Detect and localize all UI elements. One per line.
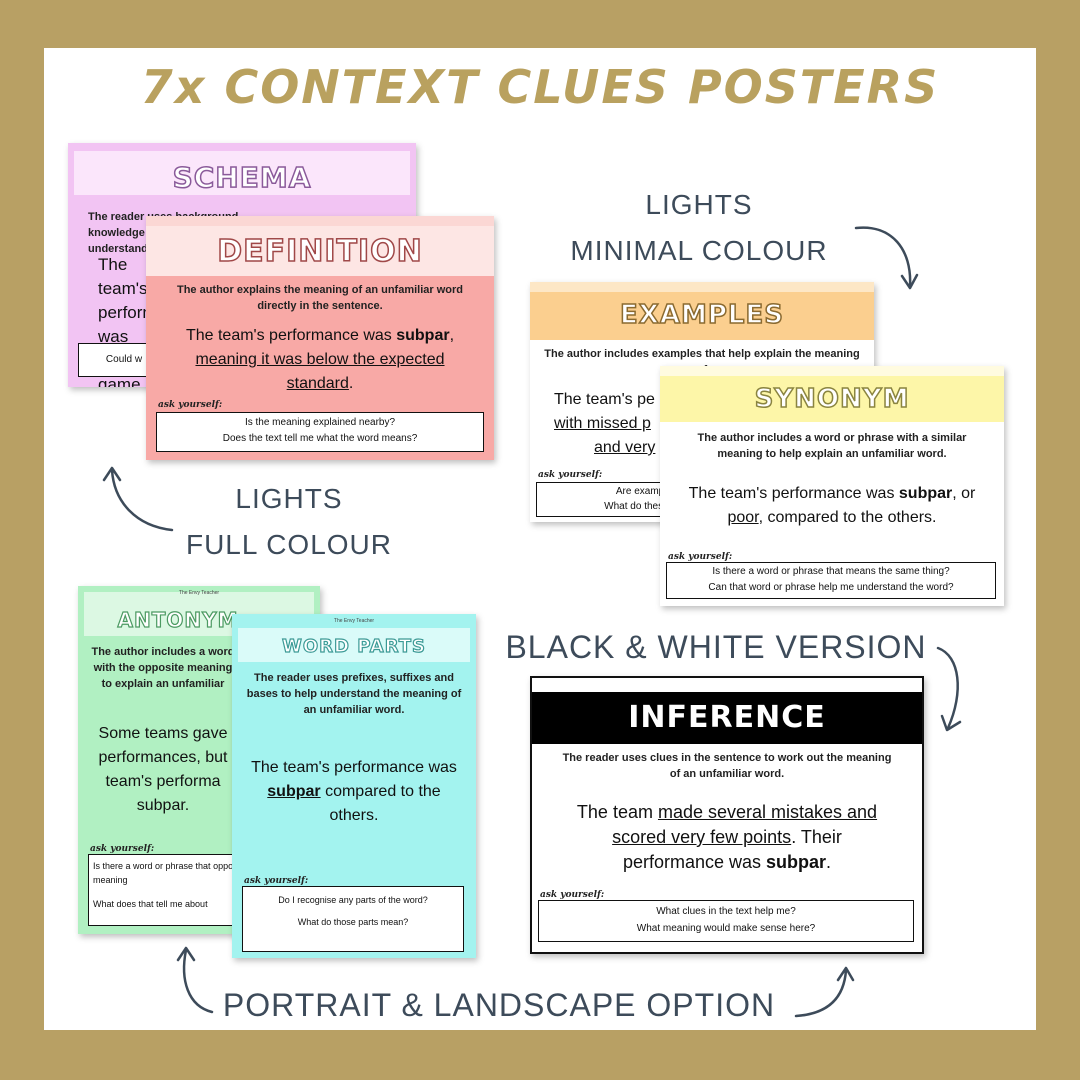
poster-ask-label: ask yourself: bbox=[540, 890, 605, 900]
poster-question-1: What clues in the text help me? bbox=[656, 906, 796, 917]
example-mid: . Their performance was bbox=[622, 827, 842, 872]
poster-top-band bbox=[660, 366, 1004, 376]
poster-description: The reader uses clues in the sentence to… bbox=[562, 752, 892, 780]
poster-description: The author includes a word or phrase wit… bbox=[697, 432, 967, 460]
poster-question-box: Is the meaning explained nearby? Does th… bbox=[156, 412, 484, 452]
poster-top-band bbox=[530, 282, 874, 292]
poster-question-2: What do those parts mean? bbox=[297, 917, 409, 927]
poster-definition: DEFINITION The author explains the meani… bbox=[146, 216, 494, 460]
poster-synonym: SYNONYM The author includes a word or ph… bbox=[660, 366, 1004, 606]
poster-question-box: Do I recognise any parts of the word? Wh… bbox=[242, 886, 464, 952]
poster-question-1: Is there a word or phrase that means the… bbox=[712, 566, 950, 577]
label-lights-minimal-line1: LIGHTS bbox=[645, 189, 753, 220]
example-comma: , bbox=[449, 327, 455, 344]
label-portrait-landscape: PORTRAIT & LANDSCAPE OPTION bbox=[222, 987, 776, 1023]
poster-example: The team's performance was subpar compar… bbox=[248, 756, 460, 828]
poster-question-2: What do these e bbox=[604, 501, 677, 512]
poster-header-band bbox=[530, 292, 874, 340]
example-target-word: subpar bbox=[267, 783, 321, 800]
example-target-word: subpar bbox=[898, 485, 953, 502]
poster-question-box: Is there a word or phrase that opposite … bbox=[88, 854, 254, 926]
poster-example: The team made several mistakes and score… bbox=[572, 800, 882, 875]
poster-question-2: What does that tell me about bbox=[93, 899, 208, 909]
poster-top-band bbox=[146, 216, 494, 226]
poster-word-parts: The Envy Teacher WORD PARTS The reader u… bbox=[232, 614, 476, 958]
poster-question: Could w bbox=[105, 354, 143, 365]
poster-credit: The Envy Teacher bbox=[333, 618, 375, 624]
example-target-word: subpar bbox=[396, 327, 450, 344]
poster-title: SYNONYM bbox=[754, 383, 910, 415]
poster-question-1: Is the meaning explained nearby? bbox=[244, 417, 396, 428]
example-end: compared to the others. bbox=[320, 783, 441, 824]
poster-title: DEFINITION bbox=[216, 233, 423, 270]
example-clue: meaning it was below the expected standa… bbox=[195, 351, 445, 392]
label-lights-full-line1: LIGHTS bbox=[235, 483, 343, 514]
poster-question-1: Do I recognise any parts of the word? bbox=[278, 895, 428, 905]
example-mid: , or bbox=[952, 485, 976, 502]
curved-arrow-icon bbox=[794, 966, 855, 1018]
poster-ask-label: ask yourself: bbox=[244, 876, 309, 886]
poster-description: The reader uses prefixes, suffixes and b… bbox=[246, 672, 462, 716]
poster-title: INFERENCE bbox=[628, 700, 826, 735]
poster-question-box: Are examples What do these e bbox=[536, 482, 678, 517]
example-target-word: subpar bbox=[766, 852, 827, 872]
example-end: , compared to the others. bbox=[758, 509, 937, 526]
example-lead: The team's performance was bbox=[251, 759, 457, 776]
poster-example: Some teams gave performances, but team's… bbox=[98, 725, 228, 814]
poster-example: The team's performance was subpar, or po… bbox=[674, 482, 990, 530]
poster-title: SCHEMA bbox=[172, 160, 312, 195]
poster-header-band bbox=[238, 628, 470, 662]
poster-example: The team's performance was subpar, meani… bbox=[166, 324, 474, 396]
label-black-white: BLACK & WHITE VERSION bbox=[505, 629, 927, 665]
example-line-1: The team's pe bbox=[554, 391, 655, 408]
poster-ask-label: ask yourself: bbox=[538, 470, 603, 480]
curved-arrow-icon bbox=[936, 646, 962, 732]
poster-title: EXAMPLES bbox=[619, 299, 784, 331]
poster-question-box: Is there a word or phrase that means the… bbox=[666, 562, 996, 599]
page-title: 7x CONTEXT CLUES POSTERS bbox=[140, 60, 940, 114]
poster-question-box: What clues in the text help me? What mea… bbox=[538, 900, 914, 942]
curved-arrow-icon bbox=[102, 466, 174, 532]
example-clue: poor bbox=[727, 509, 759, 526]
canvas: 7x CONTEXT CLUES POSTERS SCHEMA The read… bbox=[44, 48, 1036, 1030]
example-end: . bbox=[348, 375, 354, 392]
label-lights-full: LIGHTS FULL COLOUR bbox=[164, 476, 414, 568]
example-clue: made several mistakes and scored very fe… bbox=[612, 802, 878, 847]
example-line-2: with missed p bbox=[554, 415, 651, 432]
example-end: . bbox=[826, 852, 832, 872]
poster-header-band bbox=[74, 151, 410, 195]
poster-description: The author explains the meaning of an un… bbox=[176, 284, 464, 312]
poster-description: The author includes a word with the oppo… bbox=[91, 646, 235, 690]
poster-question-2: What meaning would make sense here? bbox=[636, 923, 816, 934]
poster-header-band bbox=[146, 226, 494, 276]
label-lights-minimal-line2: MINIMAL COLOUR bbox=[570, 235, 828, 266]
label-lights-minimal: LIGHTS MINIMAL COLOUR bbox=[554, 182, 844, 274]
poster-ask-label: ask yourself: bbox=[90, 844, 155, 854]
curved-arrow-icon bbox=[176, 946, 214, 1014]
example-lead: The team's performance was bbox=[688, 485, 899, 502]
poster-ask-label: ask yourself: bbox=[668, 552, 733, 562]
poster-header-band bbox=[660, 376, 1004, 422]
poster-question-1: Are examples bbox=[615, 486, 677, 497]
poster-question-2: Does the text tell me what the word mean… bbox=[222, 433, 418, 444]
label-lights-full-line2: FULL COLOUR bbox=[185, 529, 392, 560]
poster-credit: The Envy Teacher bbox=[178, 590, 220, 596]
poster-ask-label: ask yourself: bbox=[158, 400, 223, 410]
poster-header-band bbox=[532, 692, 922, 744]
poster-title: ANTONYM bbox=[117, 607, 239, 632]
poster-inference: INFERENCE The reader uses clues in the s… bbox=[530, 676, 924, 954]
poster-question-2: Can that word or phrase help me understa… bbox=[708, 582, 954, 593]
example-lead: The team's performance was bbox=[185, 327, 397, 344]
example-line-3: and very bbox=[594, 439, 656, 456]
curved-arrow-icon bbox=[854, 226, 919, 290]
poster-title: WORD PARTS bbox=[281, 635, 426, 657]
example-lead: The team bbox=[576, 802, 658, 822]
poster-question-1: Is there a word or phrase that opposite … bbox=[93, 861, 248, 885]
poster-example: The team's pe with missed p and very bbox=[554, 388, 674, 460]
